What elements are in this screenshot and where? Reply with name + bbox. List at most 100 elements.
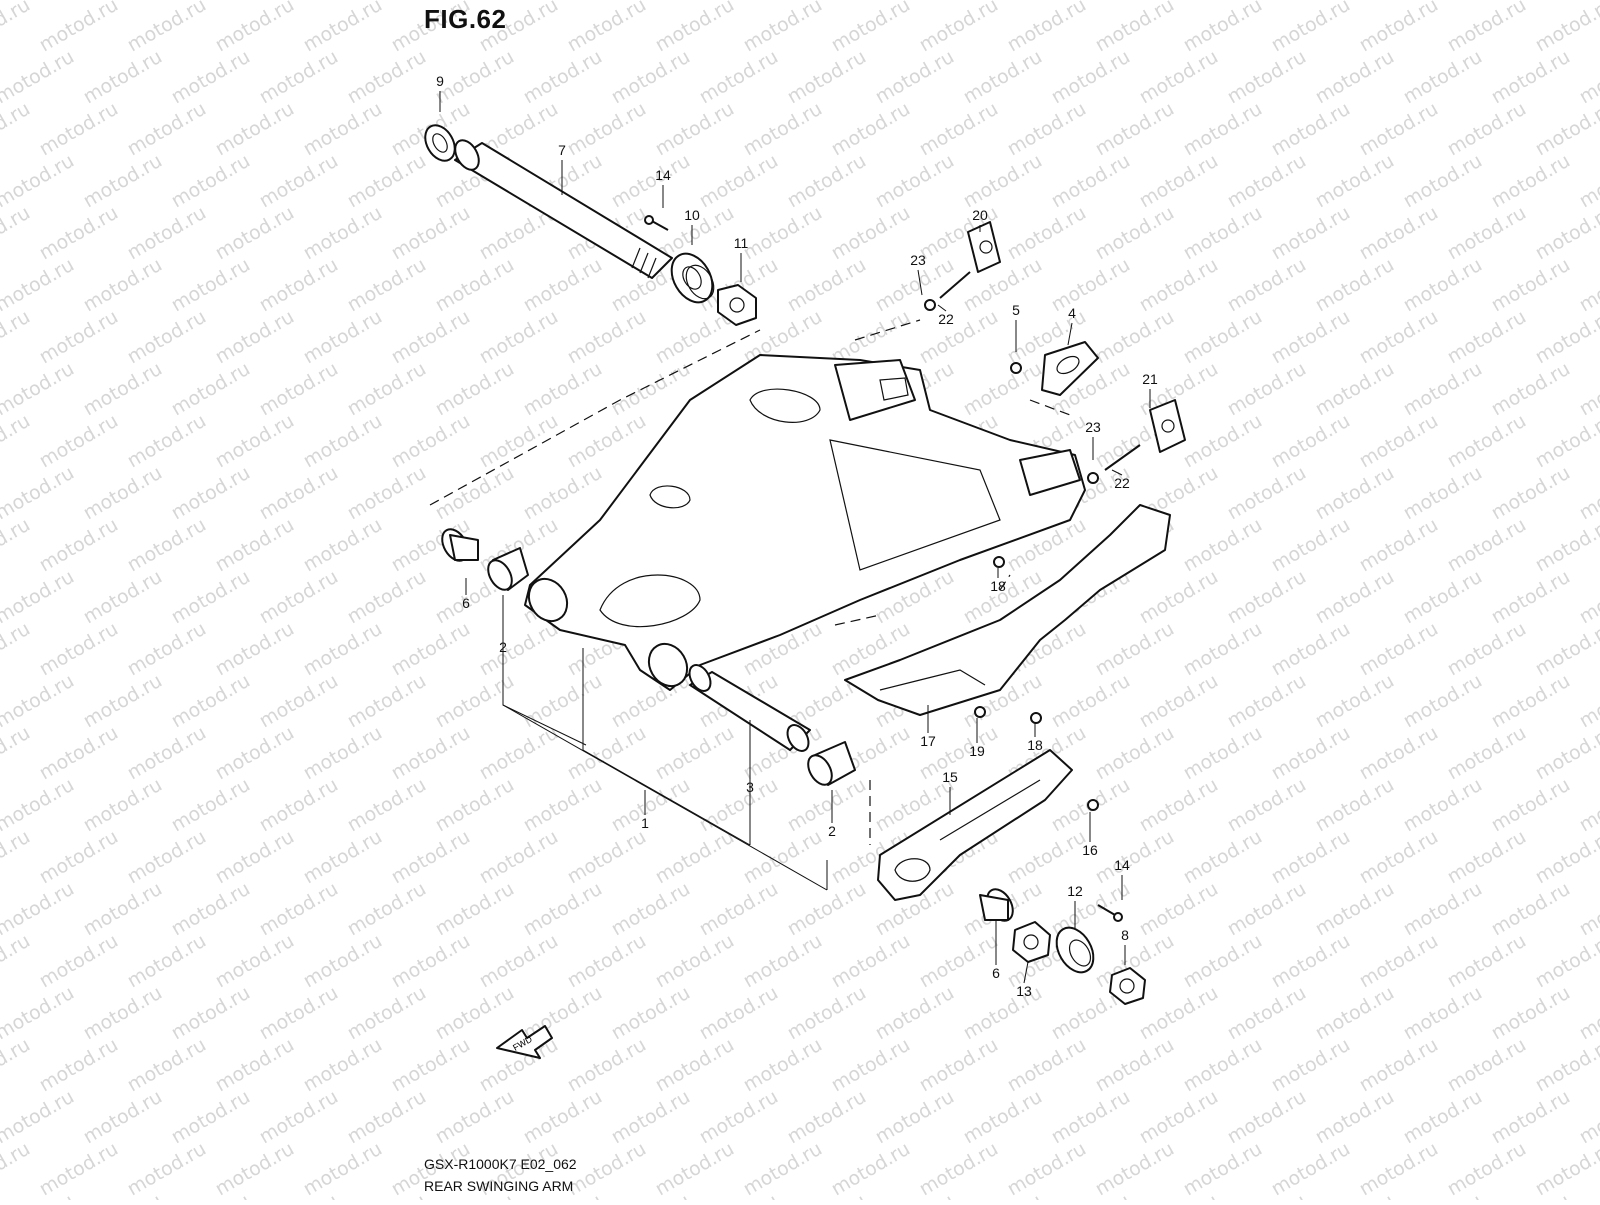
watermark-text: motod.ru [80,566,166,629]
watermark-text: motod.ru [36,930,122,993]
watermark-text: motod.ru [344,254,430,317]
watermark-text: motod.ru [0,982,78,1045]
watermark-text: motod.ru [1092,618,1178,681]
watermark-text: motod.ru [36,1034,122,1097]
watermark-text: motod.ru [1444,722,1530,785]
watermark-text: motod.ru [828,202,914,265]
watermark-text: motod.ru [1048,46,1134,109]
watermark-text: motod.ru [1312,1086,1398,1149]
watermark-text: motod.ru [652,98,738,161]
plate-21 [1150,400,1185,452]
watermark-text: motod.ru [300,306,386,369]
callout-number: 18 [1027,737,1043,753]
watermark-text: motod.ru [256,254,342,317]
watermark-text: motod.ru [1576,982,1600,1045]
watermark-text: motod.ru [1136,982,1222,1045]
watermark-text: motod.ru [388,410,474,473]
watermark-text: motod.ru [872,46,958,109]
watermark-text: motod.ru [432,462,518,525]
watermark-text: motod.ru [608,982,694,1045]
callout-number: 15 [942,769,958,785]
watermark-text: motod.ru [1004,1034,1090,1097]
watermark-text: motod.ru [168,878,254,941]
callout-number: 23 [910,252,926,268]
watermark-text: motod.ru [0,566,78,629]
watermark-text: motod.ru [1576,774,1600,837]
watermark-text: motod.ru [256,150,342,213]
watermark-text: motod.ru [828,930,914,993]
watermark-text: motod.ru [1268,0,1354,56]
watermark-text: motod.ru [1268,826,1354,889]
watermark-text: motod.ru [1488,982,1574,1045]
watermark-text: motod.ru [1400,566,1486,629]
watermark-text: motod.ru [872,982,958,1045]
callout-number: 12 [1067,883,1083,899]
watermark-text: motod.ru [0,98,34,161]
watermark-text: motod.ru [564,930,650,993]
watermark-text: motod.ru [1180,514,1266,577]
watermark-text: motod.ru [652,722,738,785]
watermark-text: motod.ru [80,358,166,421]
watermark-text: motod.ru [1532,306,1600,369]
watermark-text: motod.ru [1268,306,1354,369]
watermark-text: motod.ru [168,982,254,1045]
watermark-text: motod.ru [168,462,254,525]
watermark-text: motod.ru [1576,670,1600,733]
watermark-text: motod.ru [300,618,386,681]
watermark-text: motod.ru [1400,670,1486,733]
watermark-text: motod.ru [1092,1034,1178,1097]
watermark-text: motod.ru [476,618,562,681]
watermark-text: motod.ru [344,774,430,837]
watermark-text: motod.ru [212,306,298,369]
watermark-text: motod.ru [124,514,210,577]
watermark-text: motod.ru [212,930,298,993]
watermark-text: motod.ru [168,150,254,213]
watermark-text: motod.ru [1048,670,1134,733]
watermark-text: motod.ru [1400,982,1486,1045]
callout-number: 9 [436,73,444,89]
watermark-text: motod.ru [124,618,210,681]
watermark-text: motod.ru [300,410,386,473]
watermark-text: motod.ru [1444,98,1530,161]
watermark-text: motod.ru [432,46,518,109]
watermark-text: motod.ru [36,722,122,785]
watermark-text: motod.ru [168,1086,254,1149]
watermark-text: motod.ru [564,722,650,785]
exploded-parts-drawing [419,120,1185,1004]
watermark-text: motod.ru [520,462,606,525]
watermark-text: motod.ru [476,826,562,889]
watermark-text: motod.ru [916,1138,1002,1200]
watermark-text: motod.ru [80,774,166,837]
watermark-text: motod.ru [784,1190,870,1200]
watermark-text: motod.ru [1268,514,1354,577]
callout-number: 19 [969,743,985,759]
watermark-text: motod.ru [344,878,430,941]
watermark-text: motod.ru [1268,202,1354,265]
watermark-text: motod.ru [740,1138,826,1200]
watermark-text: motod.ru [212,98,298,161]
watermark-text: motod.ru [300,0,386,56]
watermark-text: motod.ru [1268,410,1354,473]
watermark-text: motod.ru [0,1086,78,1149]
watermark-text: motod.ru [1092,0,1178,56]
watermark-text: motod.ru [300,202,386,265]
watermark-text: motod.ru [1532,930,1600,993]
watermark-text: motod.ru [916,930,1002,993]
watermark-text: motod.ru [1136,150,1222,213]
nut-13 [1013,922,1050,962]
watermark-text: motod.ru [1488,254,1574,317]
watermark-text: motod.ru [1224,878,1310,941]
watermark-text: motod.ru [1004,0,1090,56]
watermark-text: motod.ru [784,46,870,109]
watermark-text: motod.ru [1136,1190,1222,1200]
watermark-text: motod.ru [124,722,210,785]
watermark-text: motod.ru [80,462,166,525]
watermark-text: motod.ru [80,254,166,317]
watermark-text: motod.ru [564,410,650,473]
callout-number: 2 [499,639,507,655]
watermark-text: motod.ru [1268,1138,1354,1200]
watermark-text: motod.ru [80,982,166,1045]
watermark-text: motod.ru [1444,410,1530,473]
watermark-text: motod.ru [168,774,254,837]
watermark-text: motod.ru [1136,670,1222,733]
